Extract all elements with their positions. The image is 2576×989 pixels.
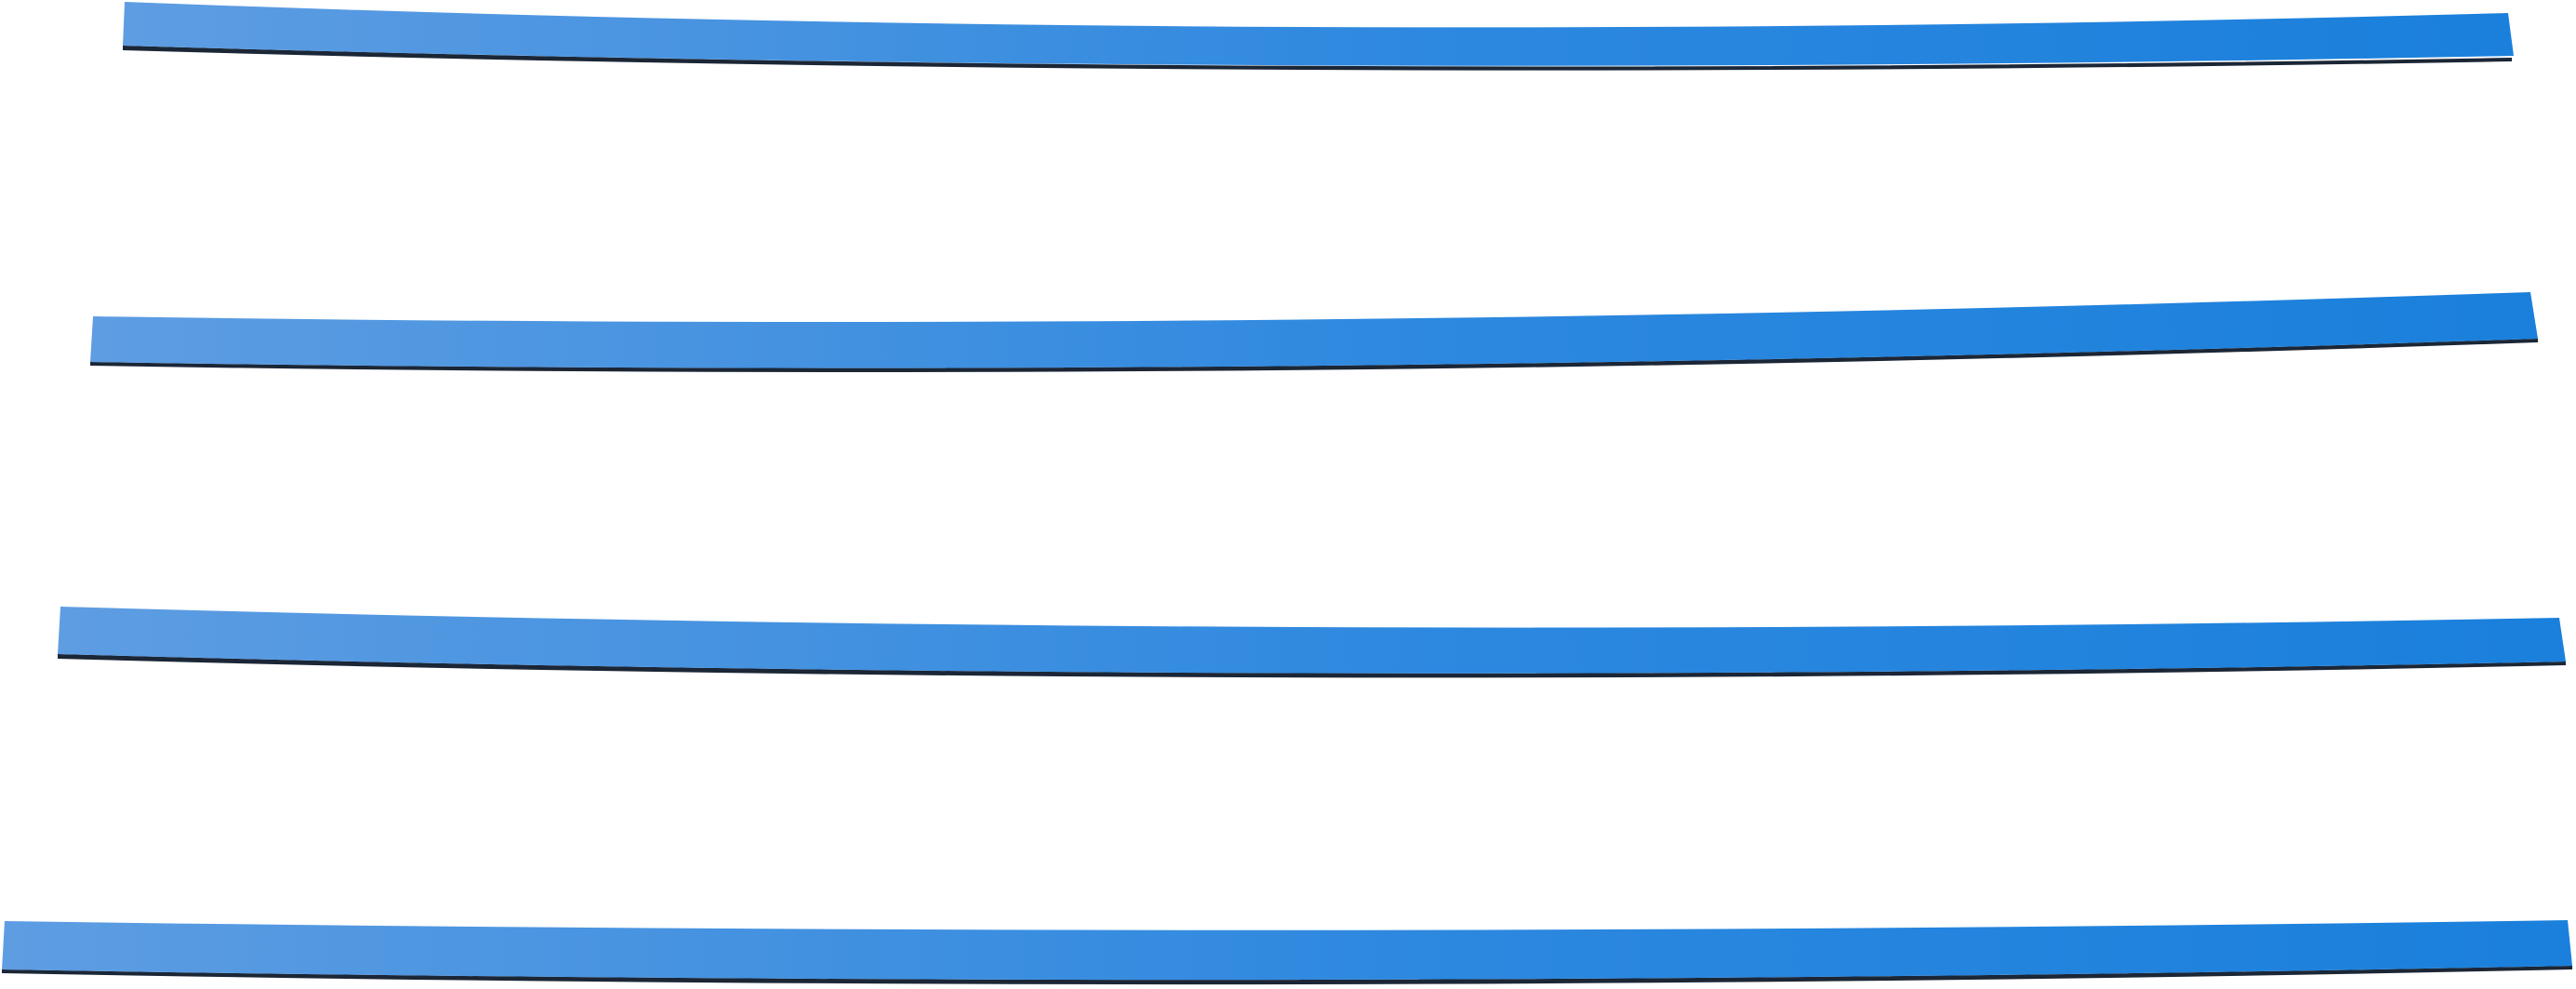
strip-2 — [90, 292, 2538, 373]
strip-1 — [123, 2, 2514, 71]
strip-4 — [2, 920, 2572, 985]
strip-3 — [58, 607, 2566, 678]
